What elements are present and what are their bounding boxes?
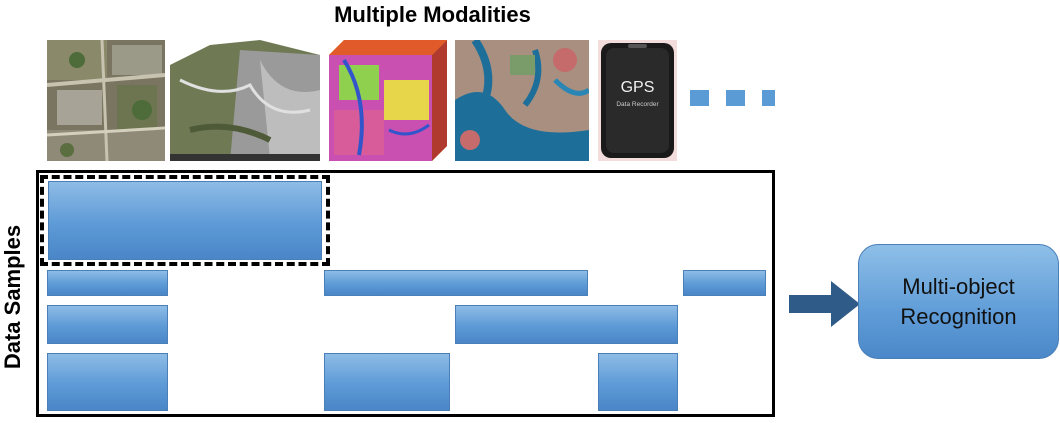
selected-sample-block — [48, 181, 322, 260]
sample-bar — [324, 270, 588, 296]
gps-label: GPS — [621, 79, 655, 96]
right-arrow-icon — [789, 281, 860, 327]
sample-bar — [455, 305, 678, 344]
sample-bar — [47, 270, 168, 296]
sample-bar — [47, 353, 168, 411]
ellipsis-dot — [762, 90, 775, 106]
gps-recorder-image: GPS Data Recorder — [598, 40, 677, 161]
ellipsis-dot — [726, 90, 745, 106]
sample-bar — [324, 353, 450, 411]
aerial-photo-image — [47, 40, 165, 161]
sample-bar — [598, 353, 678, 411]
satellite-image — [455, 40, 589, 161]
data-samples-frame — [36, 170, 775, 417]
gps-sublabel: Data Recorder — [616, 101, 659, 108]
multi-object-recognition-box: Multi-object Recognition — [858, 244, 1059, 359]
result-line-1: Multi-object — [902, 273, 1015, 299]
y-axis-label: Data Samples — [0, 224, 25, 370]
hyperspectral-cube-image — [329, 40, 447, 161]
terrain-3d-image — [170, 40, 320, 161]
sample-bar — [683, 270, 766, 296]
result-line-2: Recognition — [900, 303, 1017, 329]
page-title: Multiple Modalities — [334, 2, 531, 27]
sample-bar — [47, 305, 168, 344]
selection-dashed-outline — [40, 175, 330, 266]
ellipsis-dot — [690, 90, 709, 106]
